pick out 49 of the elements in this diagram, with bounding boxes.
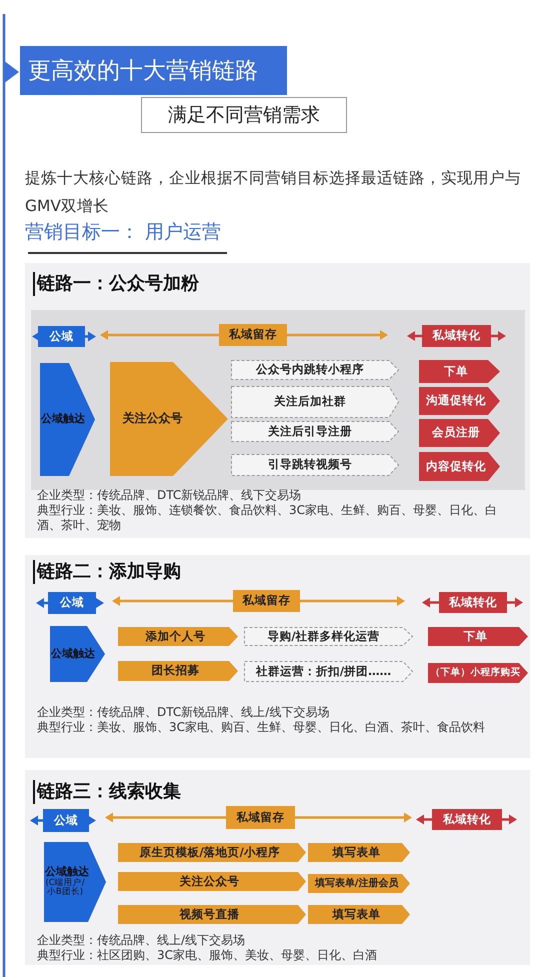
chain-panel (25, 263, 530, 538)
dashed-chevron-step: 社群运营：折扣/拼团…… (244, 661, 413, 682)
info-line: 典型行业：美妆、服饰、3C家电、购百、生鲜、母婴、日化、白酒、茶叶、食品饮料 (37, 720, 486, 735)
info-line: 企业类型：传统品牌、DTC新锐品牌、线下交易场 (37, 488, 302, 503)
chevron-step: 沟通促转化 (419, 387, 500, 415)
dashed-chevron-step: 关注后加社群 (231, 386, 399, 418)
stage-label: 私域转化 (422, 325, 491, 347)
chain-heading: 链路一：公众号加粉 (33, 272, 199, 296)
stage-label: 公域 (43, 809, 89, 832)
chevron-step: 团长招募 (118, 661, 238, 681)
info-line: 企业类型：传统品牌、DTC新锐品牌、线上/线下交易场 (37, 705, 330, 720)
subtitle-box: 满足不同营销需求 (141, 97, 347, 133)
chevron-step: 填写表单/注册会员 (308, 874, 410, 893)
chevron-step: 内容促转化 (419, 452, 500, 481)
stage-label: 私域转化 (432, 809, 502, 830)
info-line: 企业类型：传统品牌、线上/线下交易场 (37, 933, 246, 948)
chevron-step: 填写表单 (308, 843, 410, 862)
info-line: 典型行业：社区团购、3C家电、服饰、美妆、母婴、日化、白酒 (37, 948, 378, 963)
dashed-chevron-step: 关注后引导注册 (231, 421, 399, 442)
stage-label: 私域留存 (219, 324, 287, 346)
stage-label: 私域留存 (226, 806, 295, 829)
chevron-step: 会员注册 (419, 419, 500, 447)
chevron-step: 公域触达 (40, 363, 95, 476)
chain-heading: 链路三：线索收集 (33, 780, 181, 804)
chevron-step: 关注公众号 (118, 872, 306, 891)
chevron-step: 添加个人号 (118, 627, 238, 646)
dashed-chevron-step: 引导跳转视频号 (231, 454, 399, 476)
stage-label: 私域转化 (439, 592, 507, 613)
chevron-step: 公域触达 (50, 626, 105, 682)
info-line: 典型行业：美妆、服饰、连锁餐饮、食品饮料、3C家电、生鲜、购百、母婴、日化、白酒、茶叶、宠物 (37, 503, 498, 533)
chevron-step: 下单 (419, 360, 500, 383)
section-heading: 营销目标一： 用户运营 (25, 220, 222, 245)
chevron-step: 填写表单 (308, 905, 410, 924)
stage-label: 公域 (48, 592, 96, 614)
chain-panel (25, 770, 530, 965)
dashed-chevron-step: 公众号内跳转小程序 (231, 360, 399, 380)
dashed-chevron-step: 导购/社群多样化运营 (244, 627, 413, 646)
chain-panel (25, 555, 530, 758)
chevron-step: 公域触达 (C端用户/小B团长) (44, 842, 106, 922)
chevron-step: 关注公众号 (110, 362, 228, 476)
stage-label: 公域 (38, 326, 85, 347)
chevron-step: 下单 (428, 627, 528, 646)
chain-heading: 链路二：添加导购 (33, 560, 181, 584)
intro-paragraph: 提炼十大核心链路，企业根据不同营销目标选择最适链路，实现用户与GMV双增长 (25, 168, 522, 217)
chevron-step: 原生页模板/落地页/小程序 (118, 843, 306, 862)
chevron-step: （下单）小程序购买 (428, 663, 528, 683)
chevron-step: 视频号直播 (118, 905, 306, 924)
title-banner: 更高效的十大营销链路 (20, 46, 287, 95)
stage-label: 私域留存 (233, 590, 300, 612)
